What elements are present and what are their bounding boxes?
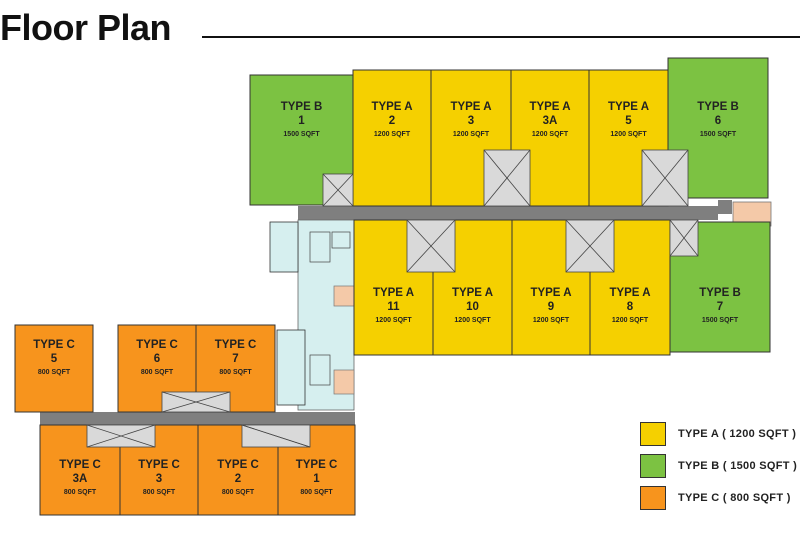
- unit-number: 5: [625, 115, 632, 127]
- page-title: Floor Plan: [0, 7, 172, 48]
- unit-type-label: TYPE B: [699, 287, 741, 299]
- unit-shape: [14, 324, 94, 413]
- unit-number: 3: [468, 115, 474, 127]
- unit-area: 1500 SQFT: [700, 131, 737, 138]
- unit-area: 1200 SQFT: [374, 131, 411, 138]
- lower-corridor: [40, 412, 355, 425]
- lobby-box-2: [331, 231, 351, 249]
- legend-item-type-b: TYPE B ( 1500 SQFT ): [640, 453, 797, 479]
- unit-type-label: TYPE C: [59, 459, 101, 471]
- lobby-box-1: [309, 231, 331, 263]
- legend-item-type-a: TYPE A ( 1200 SQFT ): [640, 421, 796, 447]
- unit-type-label: TYPE A: [371, 101, 412, 113]
- unit-number: 1: [313, 473, 320, 485]
- unit-type-a-2: TYPE A 2 1200 SQFT: [352, 69, 432, 207]
- unit-area: 1200 SQFT: [532, 131, 569, 138]
- unit-type-c-5: TYPE C 5 800 SQFT: [14, 324, 94, 413]
- unit-number: 6: [715, 115, 721, 127]
- unit-area: 800 SQFT: [141, 369, 174, 376]
- unit-area: 800 SQFT: [222, 489, 255, 496]
- unit-area: 1500 SQFT: [702, 317, 739, 324]
- unit-type-label: TYPE A: [530, 287, 571, 299]
- unit-type-label: TYPE A: [373, 287, 414, 299]
- unit-type-label: TYPE C: [138, 459, 180, 471]
- legend-swatch-c: [640, 486, 666, 510]
- unit-area: 1200 SQFT: [454, 317, 491, 324]
- legend-label: TYPE C ( 800 SQFT ): [678, 492, 791, 504]
- voids: [86, 149, 699, 448]
- unit-area: 1200 SQFT: [610, 131, 647, 138]
- unit-number: 11: [387, 301, 400, 313]
- legend-label: TYPE A ( 1200 SQFT ): [678, 428, 797, 440]
- unit-number: 2: [389, 115, 395, 127]
- lift-shafts-b: [276, 329, 306, 406]
- unit-type-c-3a: TYPE C 3A 800 SQFT: [39, 424, 121, 516]
- upper-corridor: [298, 206, 718, 220]
- unit-type-label: TYPE C: [217, 459, 259, 471]
- units-layer: TYPE B 1 1500 SQFT TYPE A 2 1200 SQFT TYPE A 3 1…: [14, 57, 771, 516]
- title-rule: [202, 36, 800, 38]
- unit-number: 1: [298, 115, 305, 127]
- unit-type-label: TYPE C: [296, 459, 338, 471]
- unit-area: 1200 SQFT: [612, 317, 649, 324]
- unit-number: 6: [154, 353, 160, 365]
- unit-type-label: TYPE A: [450, 101, 491, 113]
- unit-number: 5: [51, 353, 58, 365]
- unit-area: 800 SQFT: [64, 489, 97, 496]
- unit-area: 800 SQFT: [143, 489, 176, 496]
- unit-area: 800 SQFT: [38, 369, 71, 376]
- unit-shape: [352, 69, 432, 207]
- unit-area: 1200 SQFT: [533, 317, 570, 324]
- unit-type-label: TYPE A: [609, 287, 650, 299]
- unit-type-label: TYPE B: [697, 101, 739, 113]
- unit-area: 800 SQFT: [219, 369, 252, 376]
- unit-area: 800 SQFT: [300, 489, 333, 496]
- unit-number: 2: [235, 473, 241, 485]
- unit-type-label: TYPE A: [608, 101, 649, 113]
- unit-number: 7: [232, 353, 238, 365]
- legend-swatch-a: [640, 422, 666, 446]
- unit-area: 1200 SQFT: [453, 131, 490, 138]
- lift-shafts-a: [269, 221, 299, 273]
- unit-number: 3A: [543, 115, 558, 127]
- unit-number: 7: [717, 301, 723, 313]
- lobby-stair-2: [333, 369, 355, 395]
- unit-number: 3A: [73, 473, 88, 485]
- unit-number: 9: [548, 301, 554, 313]
- legend-item-type-c: TYPE C ( 800 SQFT ): [640, 485, 791, 511]
- unit-type-c-7: TYPE C 7 800 SQFT: [195, 324, 276, 413]
- unit-number: 3: [156, 473, 162, 485]
- unit-number: 10: [466, 301, 479, 313]
- unit-area: 1500 SQFT: [283, 131, 320, 138]
- legend-swatch-b: [640, 454, 666, 478]
- unit-type-label: TYPE C: [33, 339, 75, 351]
- unit-type-label: TYPE A: [452, 287, 493, 299]
- lobby-box-3: [309, 354, 331, 386]
- upper-corridor-end: [718, 200, 732, 214]
- legend-label: TYPE B ( 1500 SQFT ): [678, 460, 798, 472]
- unit-type-label: TYPE A: [529, 101, 570, 113]
- unit-area: 1200 SQFT: [375, 317, 412, 324]
- unit-type-label: TYPE C: [215, 339, 257, 351]
- lobby-stair: [333, 285, 355, 307]
- unit-number: 8: [627, 301, 634, 313]
- unit-type-label: TYPE C: [136, 339, 178, 351]
- unit-type-label: TYPE B: [281, 101, 323, 113]
